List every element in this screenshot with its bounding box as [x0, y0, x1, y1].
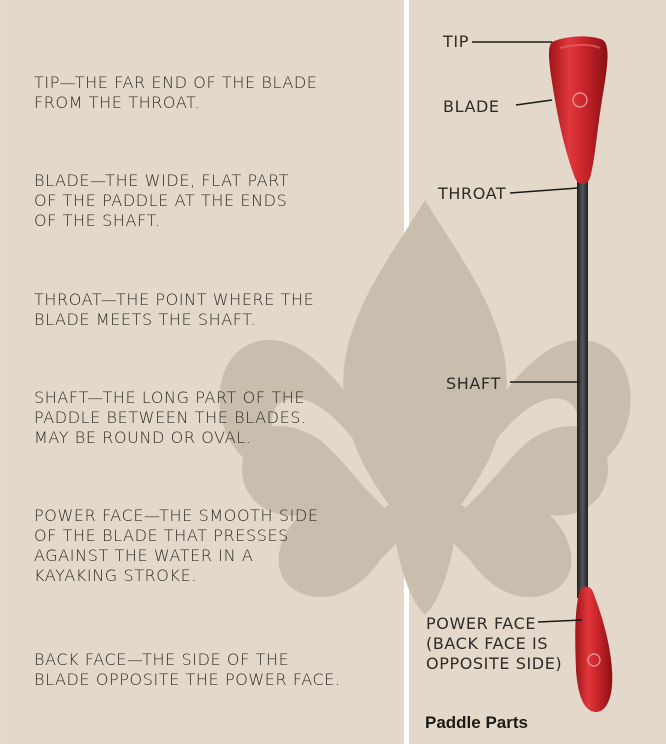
label-blade: BLADE: [443, 97, 500, 117]
diagram-caption: Paddle Parts: [425, 713, 528, 733]
label-power-face: POWER FACE (BACK FACE IS OPPOSITE SIDE): [426, 614, 562, 674]
label-throat: THROAT: [438, 184, 506, 204]
blade-leader-line: [516, 100, 552, 105]
throat-leader-line: [510, 188, 578, 193]
paddle-shaft: [577, 178, 588, 598]
paddle-top-blade: [549, 36, 608, 184]
label-tip: TIP: [443, 32, 469, 52]
label-shaft: SHAFT: [446, 374, 501, 394]
paddle-bottom-blade: [575, 586, 612, 712]
